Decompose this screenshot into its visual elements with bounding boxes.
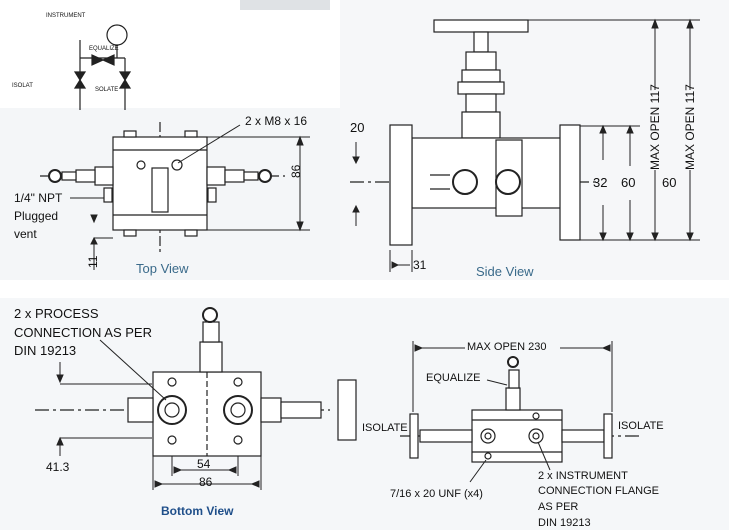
top-gray-blur [240,0,330,10]
top-view-npt-line3: vent [14,227,37,241]
schematic-equalize-label: EQUALIZE [89,46,119,52]
schematic-isolate-left-label: ISOLAT [12,83,33,89]
top-view-caption: Top View [136,261,189,276]
right-view-unf: 7/16 x 20 UNF (x4) [390,488,483,500]
side-view-dim-60b: 60 [662,175,677,190]
bottom-view-process-line2: CONNECTION AS PER [14,325,152,340]
schematic-diagram [73,24,132,110]
top-view-dim-86: 86 [289,164,303,178]
side-view-dim-20: 20 [350,120,365,135]
bottom-view-dim-41: 41.3 [46,460,70,474]
schematic-instrument-label: INSTRUMENT [46,13,86,19]
bottom-view-dimensions [56,339,262,490]
right-view-flange-line1: 2 x INSTRUMENT [538,470,628,482]
right-view-dimensions [412,341,613,483]
bottom-view-caption: Bottom View [161,504,234,518]
side-view-max-open-1: MAX OPEN 117 [648,84,662,170]
right-view-drawing [400,356,640,463]
schematic-isolate-right-label: SOLATE [95,87,119,93]
bottom-view-dim-86: 86 [199,475,213,489]
top-view-bolts-label: 2 x M8 x 16 [245,114,308,128]
bottom-view-drawing [35,307,357,457]
right-view-equalize: EQUALIZE [426,372,481,384]
right-view-isolate-right: ISOLATE [618,420,664,432]
top-view-dimensions [70,124,310,270]
right-view-flange-line2: CONNECTION FLANGE [538,485,660,497]
side-view-drawing [350,19,600,246]
bottom-view-process-line1: 2 x PROCESS [14,306,99,321]
side-view-dimensions [352,18,700,272]
right-view-isolate-left: ISOLATE [362,422,408,434]
right-view-flange-line3: AS PER [538,501,579,513]
right-view-flange-line4: DIN 19213 [538,517,591,529]
right-view-max-open: MAX OPEN 230 [467,341,547,353]
side-view-dim-31: 31 [413,258,427,272]
top-view-drawing [40,122,285,252]
side-view-max-open-2: MAX OPEN 117 [683,84,697,170]
top-view-npt-line2: Plugged [14,209,59,223]
bottom-view-process-line3: DIN 19213 [14,343,77,358]
top-view-dim-11: 11 [86,255,100,268]
side-view-dim-32: 32 [593,175,608,190]
side-view-dim-60: 60 [621,175,636,190]
side-view-caption: Side View [476,264,534,279]
bottom-view-dim-54: 54 [197,457,211,471]
top-view-npt-line1: 1/4" NPT [14,191,63,205]
